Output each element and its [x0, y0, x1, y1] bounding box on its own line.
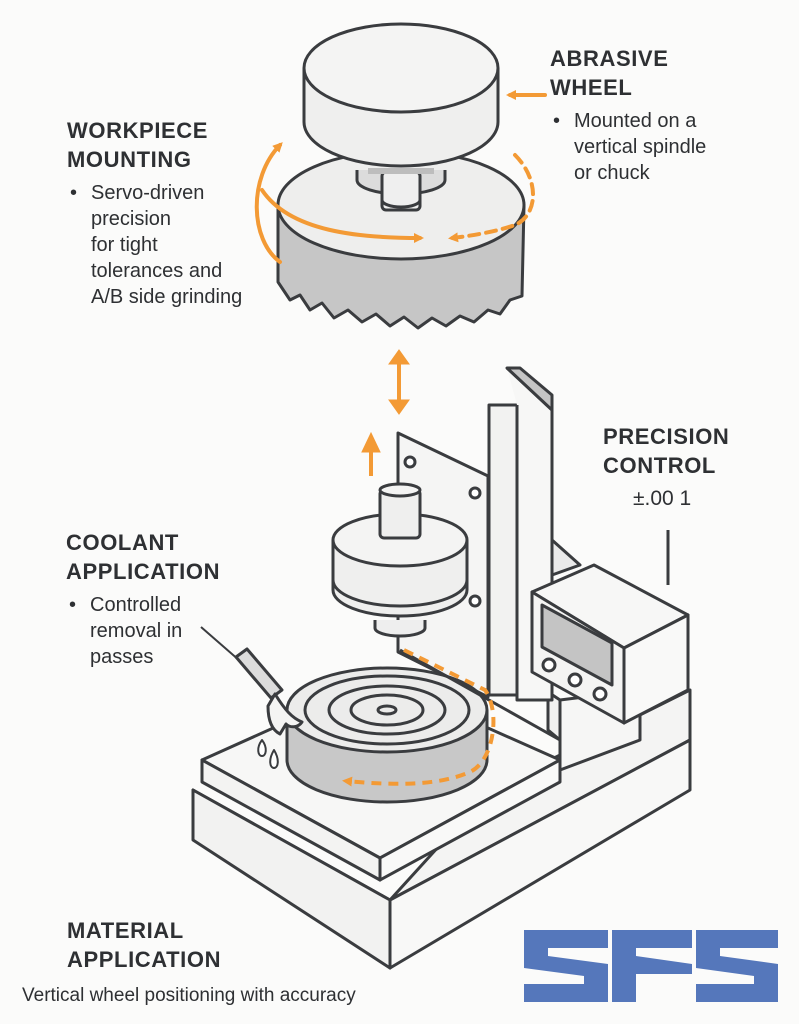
precision-control-label: PRECISION CONTROL ±.00 1	[603, 422, 729, 512]
coolant-application-heading-2: APPLICATION	[66, 559, 221, 584]
coolant-application-heading-1: COOLANT	[66, 530, 179, 555]
up-arrow-icon	[361, 431, 381, 476]
precision-control-heading-1: PRECISION	[603, 424, 730, 449]
bullet-icon: •	[553, 110, 561, 132]
bullet-line: Servo-driven	[91, 182, 205, 204]
logo-letter-s2	[696, 930, 778, 1002]
material-application-heading-1: MATERIAL	[67, 918, 184, 943]
bullet-line: for tight	[91, 234, 158, 256]
bullet-line: precision	[91, 208, 172, 230]
rotation-arrow-icon	[254, 90, 547, 264]
vertical-motion-arrow-icon	[388, 349, 410, 415]
logo-letter-f	[612, 930, 692, 1002]
spindle-head	[331, 482, 469, 650]
abrasive-wheel-label: ABRASIVE WHEEL • Mounted on a vertical s…	[550, 44, 706, 186]
bullet-line: or chuck	[574, 162, 650, 184]
bullet-line: removal in	[90, 620, 183, 642]
sfs-logo: SFS	[524, 930, 778, 1002]
logo-letter-s1	[524, 930, 608, 1002]
bullet-line: vertical spindle	[574, 136, 707, 158]
control-box	[530, 530, 690, 725]
workpiece-disc	[285, 648, 561, 804]
abrasive-wheel-bullet: • Mounted on a vertical spindle or chuck	[550, 108, 706, 186]
feed-arrow-icon	[342, 648, 496, 787]
coolant-application-bullet: • Controlled removal in passes	[66, 592, 220, 670]
abrasive-wheel-top	[302, 22, 500, 114]
material-application-heading-2: APPLICATION	[67, 947, 222, 972]
tolerance-value: ±.00 1	[633, 487, 692, 510]
workpiece-mounting-label: WORKPIECE MOUNTING • Servo-driven precis…	[67, 116, 242, 310]
bullet-line: Controlled	[90, 594, 182, 616]
coolant-application-label: COOLANT APPLICATION • Controlled removal…	[66, 528, 220, 670]
workpiece-mounting-bullet: • Servo-driven precision for tight toler…	[67, 180, 242, 310]
coolant-nozzle	[200, 626, 304, 769]
bullet-icon: •	[70, 182, 78, 204]
bullet-line: passes	[90, 646, 154, 668]
bullet-line: tolerances and	[91, 260, 223, 282]
bullet-icon: •	[69, 594, 77, 616]
precision-control-heading-2: CONTROL	[603, 453, 716, 478]
bullet-line: A/B side grinding	[91, 286, 243, 308]
bullet-line: Mounted on a	[574, 110, 697, 132]
workpiece-mounting-heading-2: MOUNTING	[67, 147, 192, 172]
workpiece-mounting-heading-1: WORKPIECE	[67, 118, 209, 143]
abrasive-wheel-heading-2: WHEEL	[550, 75, 633, 100]
caption: Vertical wheel positioning with accuracy	[22, 985, 356, 1006]
material-application-label: MATERIAL APPLICATION	[67, 916, 221, 974]
abrasive-wheel-heading-1: ABRASIVE	[550, 46, 669, 71]
abrasive-wheel-assembly	[276, 22, 526, 330]
